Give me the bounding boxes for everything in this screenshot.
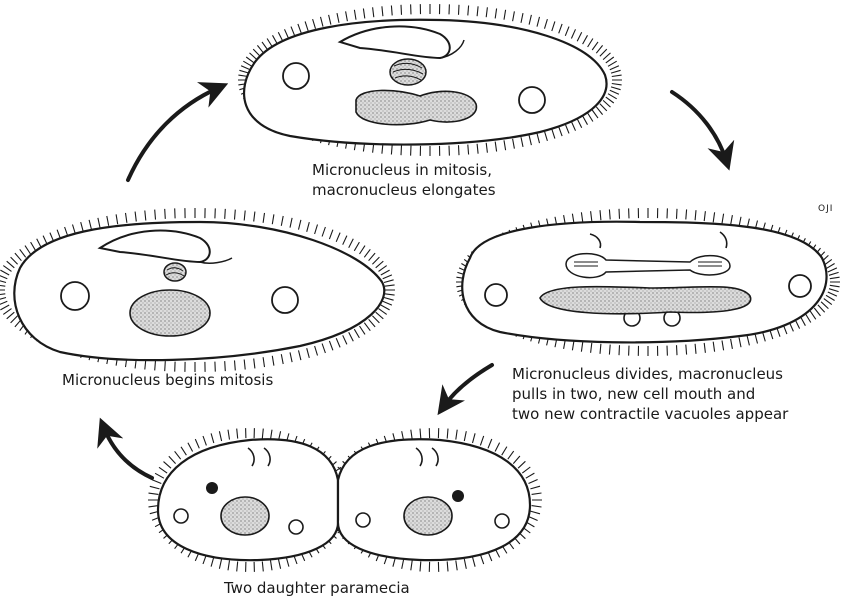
- caption-line: macronucleus elongates: [312, 180, 496, 200]
- artist-signature: OJI: [818, 204, 833, 214]
- arrow-left-to-top: [128, 88, 218, 180]
- caption-daughters: Two daughter paramecia: [224, 578, 410, 598]
- cell-membrane: [462, 222, 826, 343]
- micronucleus: [164, 263, 186, 281]
- micronucleus: [206, 482, 218, 494]
- arrow-bottom-to-left: [104, 428, 152, 478]
- caption-line: pulls in two, new cell mouth and: [512, 384, 788, 404]
- macronucleus: [221, 497, 269, 535]
- contractile-vacuole: [272, 287, 298, 313]
- cell-stage-daughters: [148, 428, 542, 572]
- macronucleus: [356, 90, 476, 124]
- macronucleus: [130, 290, 210, 336]
- contractile-vacuole: [495, 514, 509, 528]
- cell-stage-begins-mitosis: [0, 208, 395, 372]
- caption-line: two new contractile vacuoles appear: [512, 404, 788, 424]
- caption-line: Two daughter paramecia: [224, 578, 410, 598]
- contractile-vacuole: [789, 275, 811, 297]
- caption-line: Micronucleus divides, macronucleus: [512, 364, 788, 384]
- contractile-vacuole: [283, 63, 309, 89]
- macronucleus: [404, 497, 452, 535]
- caption-divides: Micronucleus divides, macronucleus pulls…: [512, 364, 788, 424]
- caption-line: Micronucleus in mitosis,: [312, 160, 496, 180]
- caption-line: Micronucleus begins mitosis: [62, 370, 273, 390]
- caption-begins-mitosis: Micronucleus begins mitosis: [62, 370, 273, 390]
- contractile-vacuole: [519, 87, 545, 113]
- caption-in-mitosis: Micronucleus in mitosis, macronucleus el…: [312, 160, 496, 200]
- cell-stage-divides: [456, 208, 840, 356]
- contractile-vacuole: [61, 282, 89, 310]
- contractile-vacuole: [485, 284, 507, 306]
- micronucleus: [390, 59, 426, 85]
- contractile-vacuole: [356, 513, 370, 527]
- macronucleus: [540, 287, 751, 314]
- arrow-top-to-right: [672, 92, 726, 160]
- arrow-right-to-bottom: [444, 365, 492, 406]
- micronucleus: [452, 490, 464, 502]
- cell-stage-in-mitosis: [238, 4, 622, 156]
- contractile-vacuole: [174, 509, 188, 523]
- contractile-vacuole: [289, 520, 303, 534]
